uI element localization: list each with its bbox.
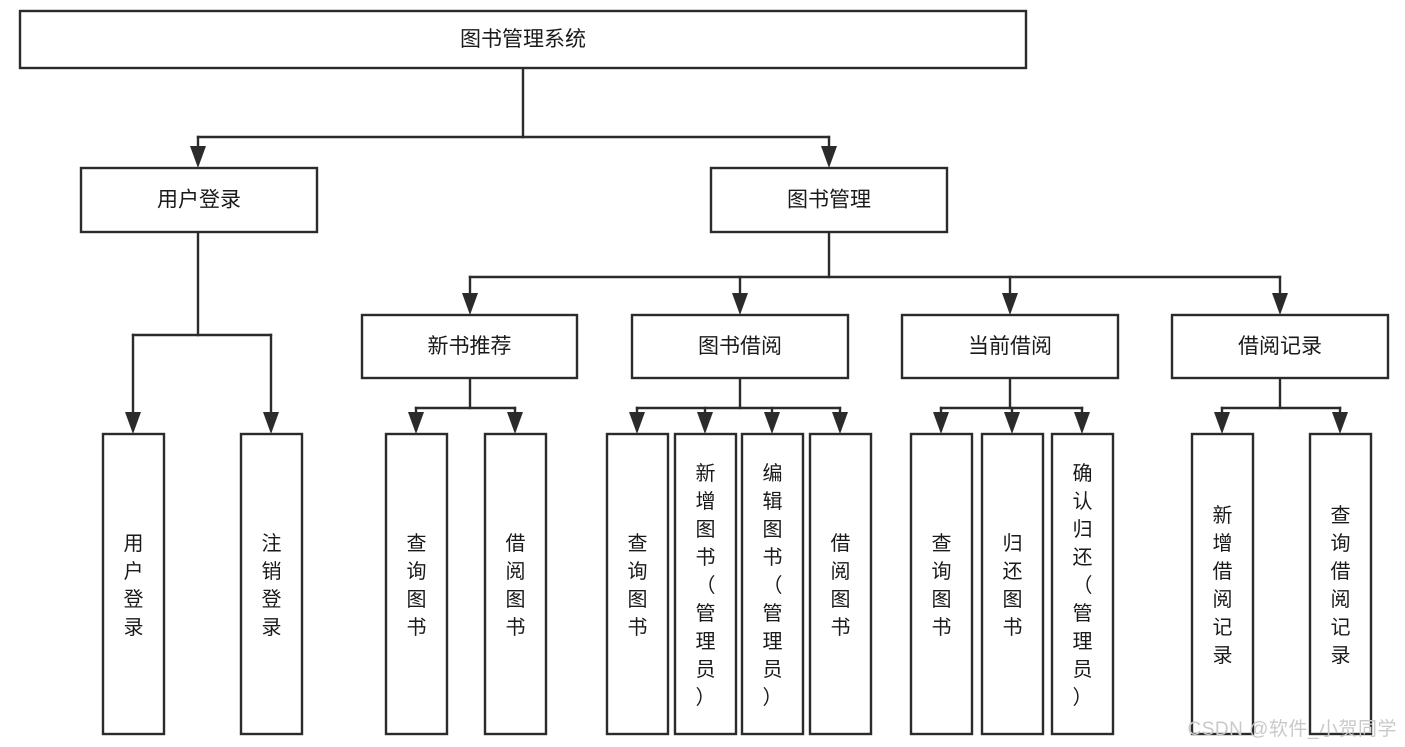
node-label-book-manage: 图书管理 (787, 189, 871, 212)
node-current-borrow[interactable]: 当前借阅 (900, 313, 1120, 380)
node-leaf-confirm-return[interactable]: 确认归还（管理员） (1050, 432, 1115, 736)
node-leaf-return-book[interactable]: 归还图书 (980, 432, 1045, 736)
node-box-leaf-borrow-book-recommend[interactable] (483, 432, 548, 736)
csdn-watermark: CSDN @软件_小贺同学 (1187, 719, 1397, 740)
connector-layer (125, 66, 1348, 434)
node-label-leaf-query-book-borrow: 查询图书 (628, 532, 648, 639)
node-label-leaf-query-borrow-record: 查询借阅记录 (1331, 504, 1351, 667)
node-box-leaf-edit-book[interactable] (740, 432, 805, 736)
node-box-leaf-return-book[interactable] (980, 432, 1045, 736)
node-box-book-borrow[interactable] (630, 313, 850, 380)
node-new-book-recommend[interactable]: 新书推荐 (360, 313, 579, 380)
node-borrow-record[interactable]: 借阅记录 (1170, 313, 1390, 380)
node-label-leaf-borrow-book: 借阅图书 (831, 532, 851, 639)
node-leaf-add-book[interactable]: 新增图书（管理员） (673, 432, 738, 736)
connector-new-book-recommend (408, 376, 523, 434)
connector-root (190, 66, 837, 168)
node-root[interactable]: 图书管理系统 (18, 9, 1028, 70)
connector-borrow-record (1214, 376, 1348, 434)
node-user-login[interactable]: 用户登录 (79, 166, 319, 234)
node-label-leaf-return-book: 归还图书 (1003, 532, 1023, 639)
node-box-leaf-query-book-current[interactable] (909, 432, 974, 736)
node-box-leaf-user-login[interactable] (101, 432, 166, 736)
node-leaf-edit-book[interactable]: 编辑图书（管理员） (740, 432, 805, 736)
node-box-root[interactable] (18, 9, 1028, 70)
node-layer: 图书管理系统用户登录图书管理新书推荐图书借阅当前借阅借阅记录用户登录注销登录查询… (18, 9, 1390, 736)
node-box-leaf-add-book[interactable] (673, 432, 738, 736)
node-box-leaf-query-borrow-record[interactable] (1308, 432, 1373, 736)
node-leaf-query-book-current[interactable]: 查询图书 (909, 432, 974, 736)
node-leaf-borrow-book-recommend[interactable]: 借阅图书 (483, 432, 548, 736)
node-label-borrow-record: 借阅记录 (1238, 335, 1322, 358)
node-label-root: 图书管理系统 (460, 28, 586, 51)
node-box-leaf-confirm-return[interactable] (1050, 432, 1115, 736)
node-book-manage[interactable]: 图书管理 (709, 166, 949, 234)
node-label-leaf-query-book-recommend: 查询图书 (407, 532, 427, 639)
node-label-leaf-add-book: 新增图书（管理员） (696, 462, 716, 709)
node-box-leaf-query-book-borrow[interactable] (605, 432, 670, 736)
node-leaf-logout[interactable]: 注销登录 (239, 432, 304, 736)
node-leaf-query-book-borrow[interactable]: 查询图书 (605, 432, 670, 736)
node-box-leaf-logout[interactable] (239, 432, 304, 736)
node-label-leaf-confirm-return: 确认归还（管理员） (1073, 462, 1093, 709)
node-leaf-query-book-recommend[interactable]: 查询图书 (384, 432, 449, 736)
node-book-borrow[interactable]: 图书借阅 (630, 313, 850, 380)
node-box-new-book-recommend[interactable] (360, 313, 579, 380)
node-label-leaf-add-borrow-record: 新增借阅记录 (1213, 504, 1233, 667)
connector-user-login (125, 230, 279, 434)
node-label-leaf-user-login: 用户登录 (124, 533, 144, 639)
connector-current-borrow (933, 376, 1090, 434)
node-label-current-borrow: 当前借阅 (968, 335, 1052, 358)
node-leaf-user-login[interactable]: 用户登录 (101, 432, 166, 736)
connector-book-borrow (629, 376, 848, 434)
connector-book-manage (462, 230, 1288, 315)
node-label-book-borrow: 图书借阅 (698, 335, 782, 358)
node-label-leaf-borrow-book-recommend: 借阅图书 (506, 532, 526, 639)
node-box-leaf-add-borrow-record[interactable] (1190, 432, 1255, 736)
node-box-borrow-record[interactable] (1170, 313, 1390, 380)
node-box-user-login[interactable] (79, 166, 319, 234)
node-label-leaf-logout: 注销登录 (262, 532, 282, 639)
node-leaf-query-borrow-record[interactable]: 查询借阅记录 (1308, 432, 1373, 736)
node-label-leaf-edit-book: 编辑图书（管理员） (763, 462, 783, 709)
node-box-current-borrow[interactable] (900, 313, 1120, 380)
node-box-leaf-borrow-book[interactable] (808, 432, 873, 736)
node-label-leaf-query-book-current: 查询图书 (932, 532, 952, 639)
node-label-user-login: 用户登录 (157, 189, 241, 212)
node-leaf-add-borrow-record[interactable]: 新增借阅记录 (1190, 432, 1255, 736)
node-label-new-book-recommend: 新书推荐 (428, 335, 512, 358)
node-box-leaf-query-book-recommend[interactable] (384, 432, 449, 736)
node-leaf-borrow-book[interactable]: 借阅图书 (808, 432, 873, 736)
node-box-book-manage[interactable] (709, 166, 949, 234)
